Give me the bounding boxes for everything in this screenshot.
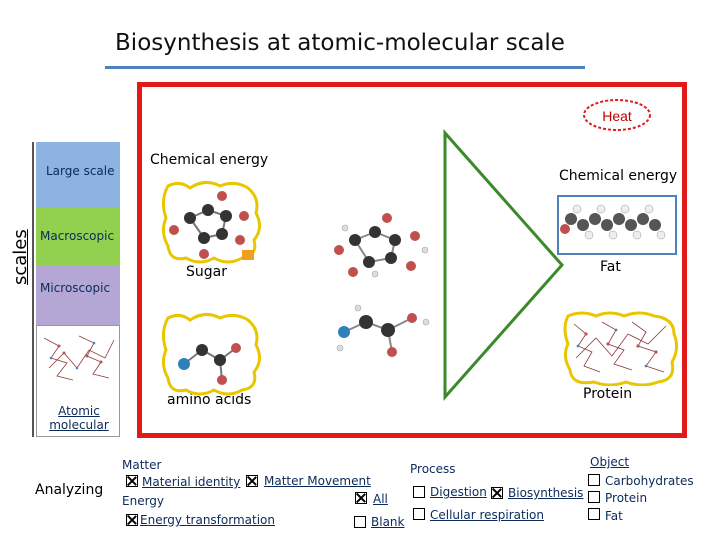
- amino-acid-molecule-image: [161, 313, 261, 396]
- sugar-label: Sugar: [186, 264, 227, 280]
- scale-band-macroscopic: Macroscopic: [36, 207, 120, 265]
- cellular-respiration-checkbox[interactable]: [413, 508, 425, 520]
- blank-checkbox[interactable]: [354, 516, 366, 528]
- digestion-checkbox[interactable]: [413, 486, 425, 498]
- digestion-label: Digestion: [430, 485, 487, 499]
- all-checkbox[interactable]: [355, 492, 367, 504]
- biosynthesis-label: Biosynthesis: [508, 486, 584, 500]
- material-identity-checkbox[interactable]: [126, 475, 138, 487]
- cellular-respiration-label: Cellular respiration: [430, 508, 544, 522]
- energy-transformation-label: Energy transformation: [140, 513, 275, 527]
- matter-heading: Matter: [122, 458, 162, 472]
- amino-acid-middle-molecule-image: [336, 304, 430, 357]
- process-arrow: [443, 129, 565, 401]
- scale-label-large: Large scale: [46, 164, 115, 178]
- carbohydrates-checkbox[interactable]: [588, 474, 600, 486]
- fat-checkbox[interactable]: [588, 508, 600, 520]
- page-title: Biosynthesis at atomic-molecular scale: [115, 30, 565, 56]
- chemical-energy-label-left: Chemical energy: [150, 152, 269, 168]
- biosynthesis-checkbox[interactable]: [491, 487, 503, 499]
- object-heading: Object: [590, 455, 630, 469]
- heat-badge: [583, 99, 651, 131]
- scale-label-microscopic: Microscopic: [40, 281, 111, 295]
- sugar-molecule-image: [161, 181, 261, 264]
- chemical-energy-label-right: Chemical energy: [559, 168, 678, 184]
- heat-label: Heat: [602, 108, 632, 124]
- protein-molecule-image: [563, 311, 679, 386]
- fat-label: Fat: [600, 259, 621, 275]
- protein-label: Protein: [583, 386, 633, 402]
- blank-label: Blank: [371, 515, 405, 529]
- matter-movement-checkbox[interactable]: [246, 475, 258, 487]
- scales-axis-line: [32, 142, 34, 437]
- amino-acids-label: amino acids: [167, 392, 252, 408]
- analyzing-label: Analyzing: [35, 482, 104, 498]
- scale-label-macroscopic: Macroscopic: [40, 229, 115, 243]
- scale-label-atomic-molecular: Atomic molecular: [49, 404, 109, 432]
- protein-object-label: Protein: [605, 491, 648, 505]
- carbohydrates-label: Carbohydrates: [605, 474, 694, 488]
- atomic-thumbnail-image: [43, 335, 115, 381]
- matter-movement-label: Matter Movement: [264, 474, 371, 488]
- title-underline: [105, 66, 585, 69]
- material-identity-label: Material identity: [142, 475, 241, 489]
- scale-band-large: Large scale: [36, 142, 120, 207]
- fat-molecule-image: [557, 195, 677, 255]
- process-heading: Process: [410, 462, 456, 476]
- energy-heading: Energy: [122, 494, 165, 508]
- scale-band-atomic-molecular: Atomic molecular: [36, 325, 120, 437]
- energy-transformation-checkbox[interactable]: [126, 514, 138, 526]
- all-label: All: [373, 492, 388, 506]
- fat-object-label: Fat: [605, 509, 623, 523]
- protein-checkbox[interactable]: [588, 491, 600, 503]
- glucose-molecule-image: [334, 213, 429, 278]
- scales-axis-label: scales: [10, 229, 31, 285]
- scale-band-microscopic: Microscopic: [36, 265, 120, 325]
